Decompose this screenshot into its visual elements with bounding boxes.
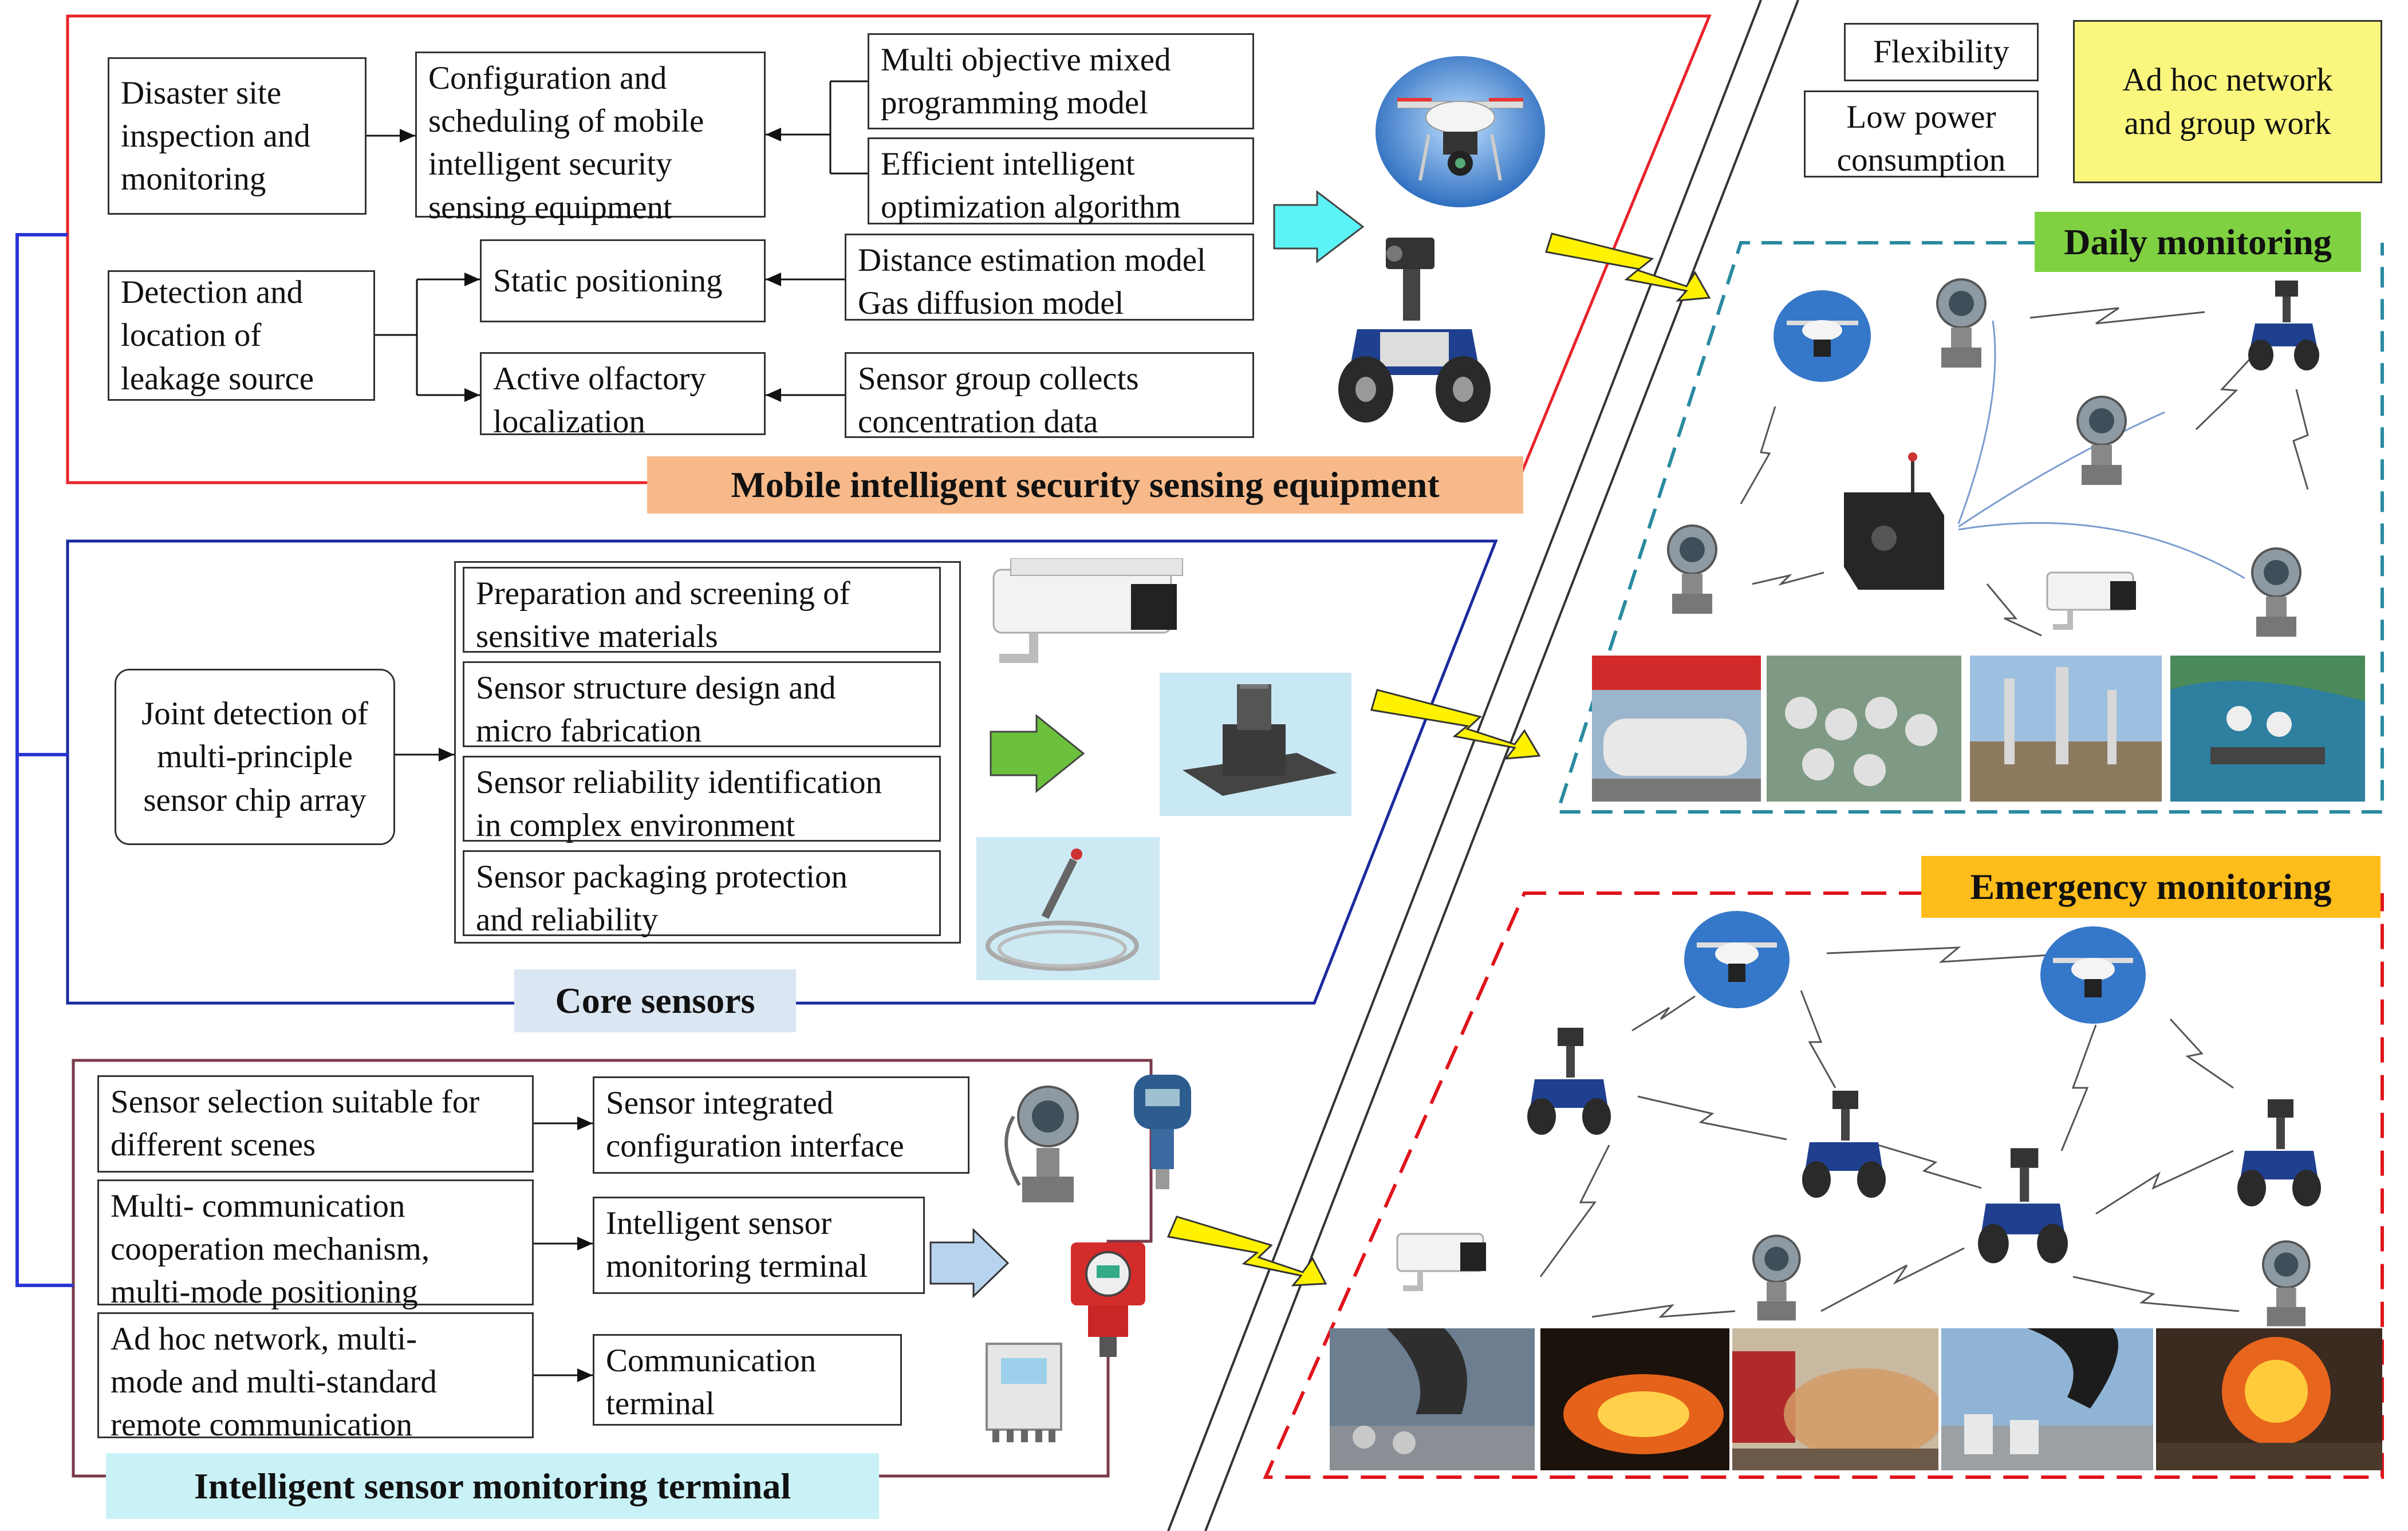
lightning-arrow-2 (1370, 689, 1541, 760)
core-item-reliability: Sensor reliability identification in com… (463, 756, 941, 843)
refinery-photo (1970, 656, 2162, 802)
terminal-right-communication-terminal: Communication terminal (593, 1334, 902, 1426)
gateway-icon (1844, 452, 1944, 590)
terminal-right-config-interface: Sensor integrated configuration interfac… (593, 1076, 969, 1174)
active-olfactory-box: Active olfactory localization (480, 352, 766, 440)
sensor-group-box: Sensor group collects concentration data (845, 352, 1254, 440)
daily-frame (1555, 241, 2384, 814)
core-item-materials: Preparation and screening of sensitive m… (463, 567, 941, 654)
efficient-algorithm-box: Efficient intelligent optimization algor… (868, 137, 1254, 225)
control-box-icon (986, 1343, 1062, 1442)
core-item-packaging: Sensor packaging protection and reliabil… (463, 850, 941, 938)
daily-monitoring-label: Daily monitoring (2035, 212, 2361, 272)
daily-transmitter-icon-2 (2076, 396, 2127, 485)
core-items-frame (454, 561, 961, 944)
daily-transmitter-icon-1 (1936, 278, 1987, 368)
daily-drone-icon (1774, 290, 1871, 382)
multi-objective-box: Multi objective mixed programming model (868, 33, 1254, 129)
truck-leak-photo (1732, 1328, 1938, 1470)
distance-model-box: Distance estimation model Gas diffusion … (845, 234, 1254, 321)
core-section-border (66, 539, 1498, 1005)
tank-farm-photo (1767, 656, 1961, 802)
emergency-robot-icon-3 (1978, 1148, 2068, 1264)
gas-station-photo (1592, 656, 1761, 802)
lightning-arrow-1 (1545, 232, 1711, 302)
core-item-structure: Sensor structure design and micro fabric… (463, 661, 941, 749)
config-scheduling-box: Configuration and scheduling of mobile i… (415, 52, 766, 226)
static-positioning-box: Static positioning (480, 239, 766, 322)
daily-transmitter-icon-3 (1667, 524, 1717, 614)
lightning-arrow-3 (1166, 1216, 1327, 1287)
emergency-frame (1263, 891, 2384, 1479)
mobile-section-label: Mobile intelligent security sensing equi… (647, 456, 1523, 514)
pressure-gauge-icon (1134, 1075, 1191, 1189)
emergency-drone-icon-1 (1684, 911, 1790, 1008)
terminal-section-border (72, 1059, 1153, 1478)
drone-icon (1376, 56, 1545, 207)
explosion-photo (2156, 1328, 2382, 1470)
smoke-plant-photo (1330, 1328, 1535, 1470)
feature-flexibility: Flexibility (1844, 23, 2039, 81)
fire-night-photo (1540, 1328, 1729, 1470)
emergency-robot-icon-1 (1527, 1028, 1611, 1135)
left-bracket (15, 233, 73, 1287)
terminal-right-monitoring-terminal: Intelligent sensor monitoring terminal (593, 1197, 925, 1294)
daily-transmitter-icon-4 (2251, 547, 2301, 637)
terminal-left-sensor-selection: Sensor selection suitable for different … (97, 1075, 534, 1173)
emergency-transmitter-icon-2 (2262, 1240, 2311, 1327)
core-section-label: Core sensors (514, 969, 796, 1032)
green-arrow (990, 713, 1085, 794)
robot-icon (1338, 238, 1491, 423)
transmitter-icon (1004, 1086, 1079, 1202)
emergency-monitoring-label: Emergency monitoring (1921, 856, 2381, 918)
task-disaster-inspection: Disaster site inspection and monitoring (108, 57, 366, 215)
camera-icon (992, 558, 1183, 663)
terminal-left-adhoc-network: Ad hoc network, multi- mode and multi-st… (97, 1312, 534, 1443)
terminal-section-label: Intelligent sensor monitoring terminal (106, 1453, 879, 1519)
daily-camera-icon (2046, 571, 2136, 630)
emergency-transmitter-icon-1 (1752, 1234, 1801, 1321)
black-smoke-photo (1941, 1328, 2153, 1470)
terminal-left-multi-communication: Multi- communication cooperation mechani… (97, 1179, 534, 1310)
emergency-robot-icon-2 (1802, 1091, 1886, 1198)
feature-low-power: Low power consumption (1804, 90, 2039, 178)
port-photo (2170, 656, 2365, 802)
sensor-module-icon (1160, 673, 1351, 816)
joint-detection-box: Joint detection of multi-principle senso… (115, 669, 395, 845)
emergency-robot-icon-4 (2237, 1099, 2321, 1206)
cyan-arrow (1273, 190, 1365, 264)
lightblue-arrow (929, 1228, 1010, 1299)
task-leakage-detection: Detection and location of leakage source (108, 270, 375, 401)
emergency-camera-icon (1396, 1233, 1486, 1291)
probe-sensor-icon (976, 837, 1160, 980)
feature-adhoc: Ad hoc network and group work (2073, 20, 2382, 183)
emergency-drone-icon-2 (2040, 926, 2146, 1024)
gas-detector-icon (1071, 1242, 1145, 1357)
daily-robot-icon-1 (2248, 281, 2319, 370)
